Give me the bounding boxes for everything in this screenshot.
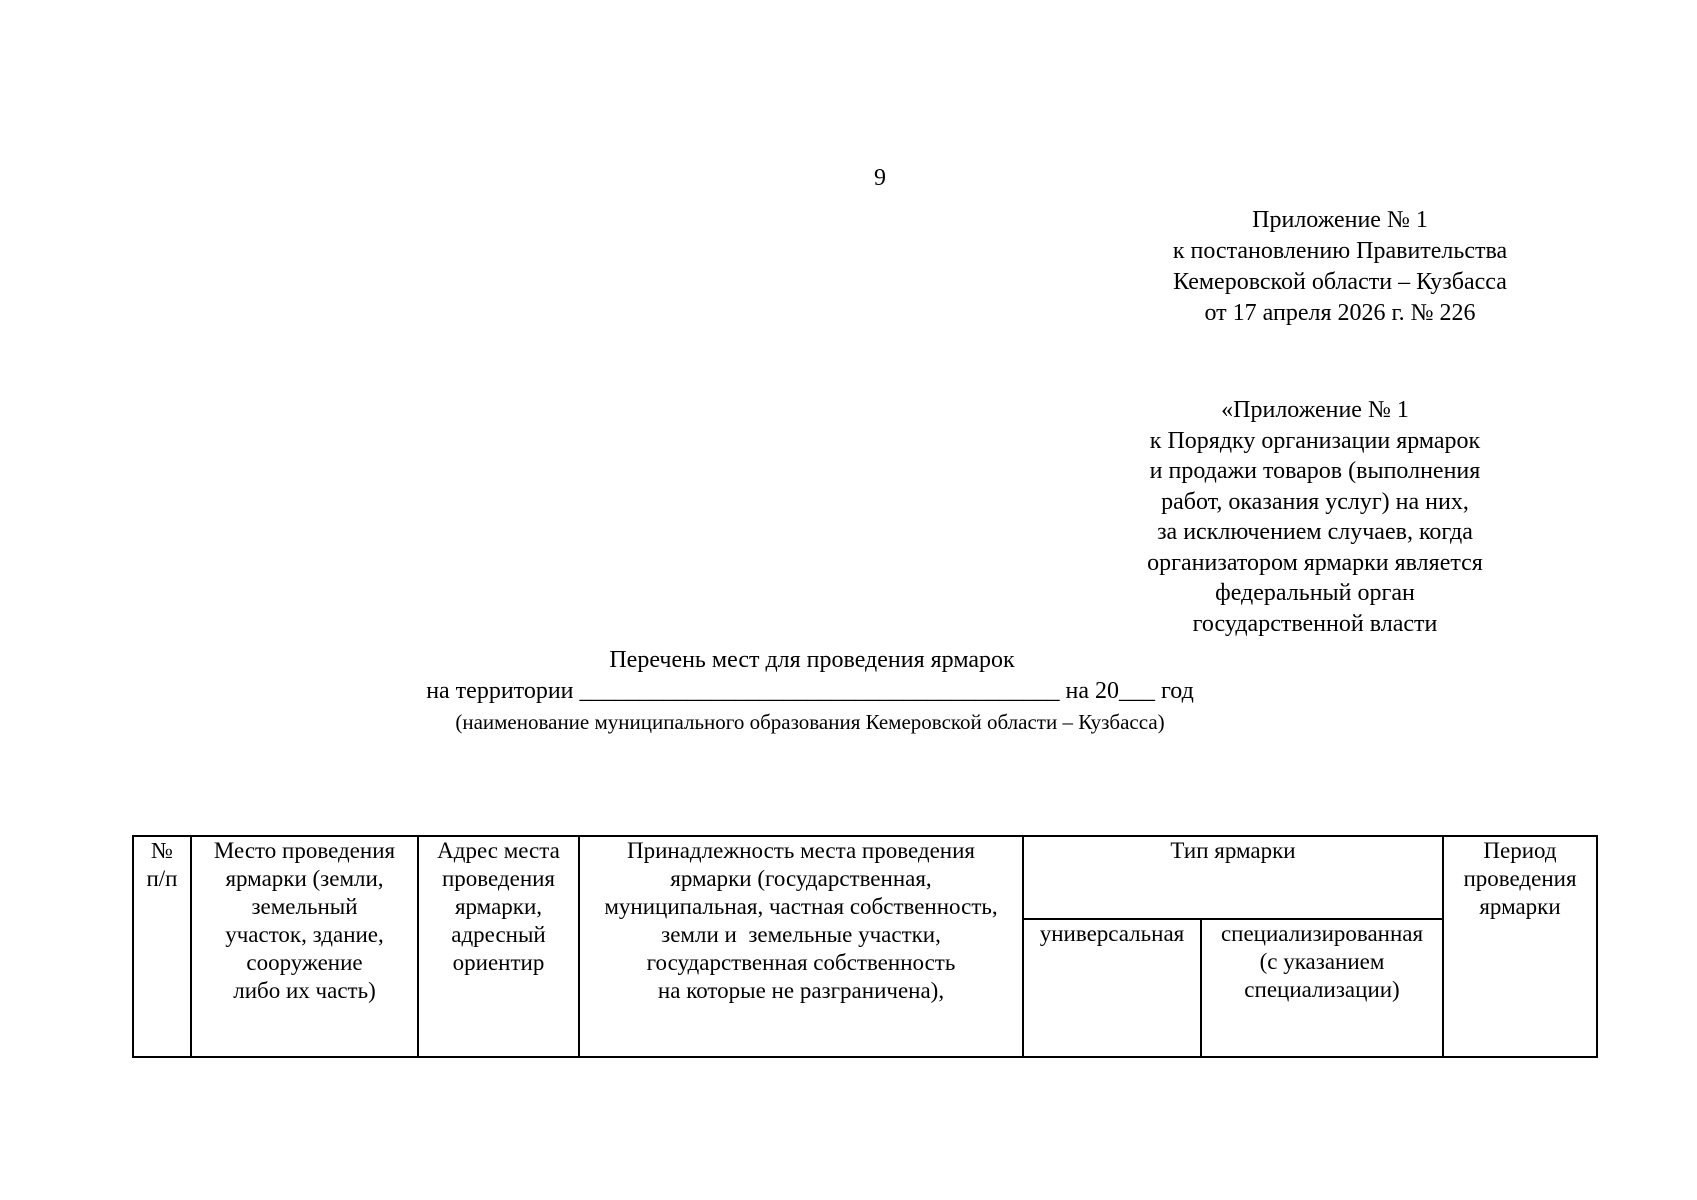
order-reference-line: за исключением случаев, когда bbox=[1157, 519, 1473, 545]
document-title: Перечень мест для проведения ярмарок bbox=[609, 647, 1015, 673]
order-reference-line: «Приложение № 1 bbox=[1221, 397, 1409, 423]
territory-line: на территории __________________________… bbox=[0, 676, 1620, 707]
territory-prefix: на территории bbox=[426, 678, 574, 704]
order-reference-line: федеральный орган bbox=[1215, 580, 1415, 606]
order-reference-block: «Приложение № 1 к Порядку организации яр… bbox=[1095, 395, 1535, 639]
table-header-row-top: № п/п Место проведения ярмарки (земли, з… bbox=[132, 835, 1599, 1058]
column-header-place: Место проведения ярмарки (земли, земельн… bbox=[190, 835, 419, 1058]
fairs-table: № п/п Место проведения ярмарки (земли, з… bbox=[132, 835, 1599, 1058]
order-reference-line: работ, оказания услуг) на них, bbox=[1161, 488, 1469, 515]
territory-caption: (наименование муниципального образования… bbox=[455, 710, 1165, 734]
column-header-period: Период проведения ярмарки bbox=[1442, 835, 1599, 1058]
appendix-reference-block: Приложение № 1 к постановлению Правитель… bbox=[1130, 205, 1550, 329]
appendix-reference-line: к постановлению Правительства bbox=[1172, 238, 1508, 264]
appendix-reference-line: Кемеровской области – Кузбасса bbox=[1173, 269, 1507, 295]
appendix-reference-line: от 17 апреля 2026 г. № 226 bbox=[1204, 300, 1476, 326]
year-blank: ___ bbox=[1119, 678, 1156, 704]
order-reference-line: к Порядку организации ярмарок bbox=[1149, 427, 1481, 454]
column-header-address: Адрес места проведения ярмарки, адресный… bbox=[417, 835, 580, 1058]
column-header-fair-type-group: Тип ярмарки bbox=[1021, 835, 1445, 920]
year-prefix: на 20 bbox=[1065, 678, 1120, 704]
territory-blank: ________________________________________ bbox=[579, 678, 1060, 704]
page-number: 9 bbox=[874, 165, 886, 191]
order-reference-line: и продажи товаров (выполнения bbox=[1149, 458, 1481, 484]
column-header-fair-type-universal: универсальная bbox=[1022, 918, 1202, 1058]
column-header-fair-type-specialized: специализированная (с указанием специали… bbox=[1199, 918, 1445, 1058]
appendix-reference-line: Приложение № 1 bbox=[1252, 207, 1428, 233]
year-suffix: год bbox=[1161, 678, 1194, 704]
column-header-num: № п/п bbox=[132, 835, 192, 1058]
table-header-row-sub: универсальная специализированная (с указ… bbox=[133, 918, 1597, 1058]
order-reference-line: организатором ярмарки является bbox=[1147, 549, 1483, 576]
column-header-ownership: Принадлежность места проведения ярмарки … bbox=[578, 835, 1024, 1058]
fairs-table-container: № п/п Место проведения ярмарки (земли, з… bbox=[132, 835, 1599, 1058]
order-reference-line: государственной власти bbox=[1192, 610, 1438, 637]
